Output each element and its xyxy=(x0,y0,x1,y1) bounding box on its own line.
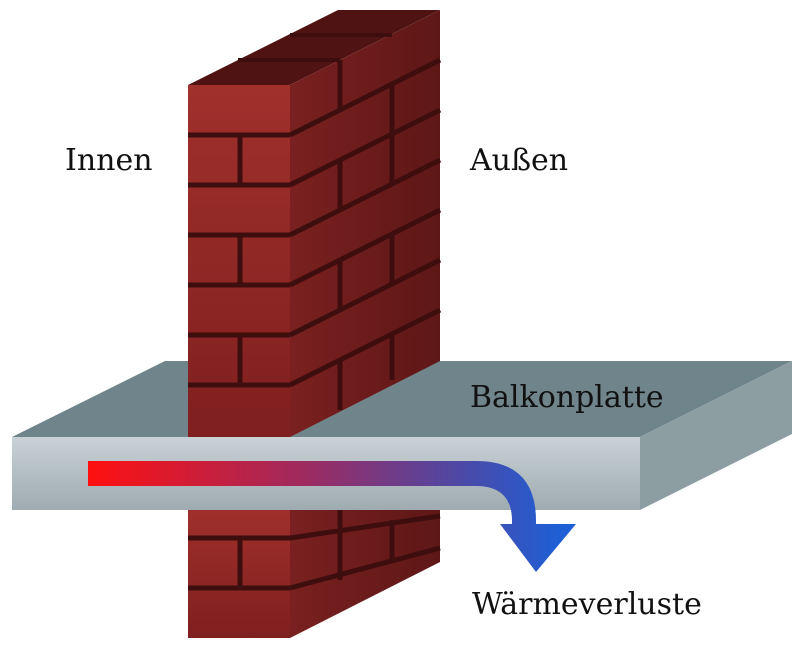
heat-loss-arrow xyxy=(88,461,576,572)
wall-top-mortar xyxy=(238,33,392,62)
wall-lower-side xyxy=(290,505,440,638)
label-inside: Innen xyxy=(65,143,153,178)
wall-top xyxy=(188,10,440,85)
label-slab: Balkonplatte xyxy=(470,380,664,415)
slab-side-face xyxy=(640,361,792,510)
wall-front-mortar xyxy=(188,132,290,388)
wall-lower-mortar xyxy=(188,508,441,591)
label-heat-loss: Wärmeverluste xyxy=(472,587,702,622)
wall-lower xyxy=(188,505,441,638)
wall-side-mortar xyxy=(288,57,442,410)
wall-upper xyxy=(188,10,442,437)
label-outside: Außen xyxy=(469,143,568,178)
